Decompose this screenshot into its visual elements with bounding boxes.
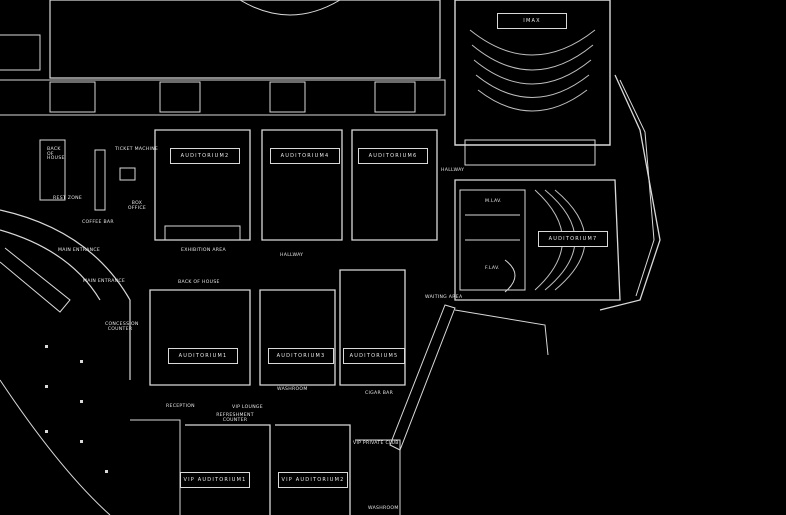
auditorium4-label: AUDITORIUM4	[270, 148, 340, 164]
upper-building-outline	[49, 0, 441, 79]
columns	[45, 345, 108, 473]
imax-seating	[469, 29, 596, 112]
auditorium6-label: AUDITORIUM6	[358, 148, 428, 164]
auditorium3-label: AUDITORIUM3	[268, 348, 334, 364]
east-facade-inner	[619, 79, 655, 297]
box-office-label: BOX OFFICE	[127, 201, 147, 211]
vip-auditorium1-label: VIP AUDITORIUM1	[180, 472, 250, 488]
ticket-machine-label: TICKET MACHINE	[115, 147, 159, 152]
stair-wells	[49, 81, 416, 113]
vip-auditorium2-label: VIP AUDITORIUM2	[278, 472, 348, 488]
west-service-rooms	[39, 139, 136, 211]
back-of-house-left-label: BACK OF HOUSE	[47, 147, 65, 162]
escalator	[0, 247, 71, 313]
auditorium2-label: AUDITORIUM2	[170, 148, 240, 164]
washroom-mid-label: WASHROOM	[277, 387, 308, 392]
washroom-bottom-label: WASHROOM	[368, 506, 399, 511]
left-stair-block	[0, 34, 41, 71]
west-facade	[0, 379, 111, 515]
imax-outline	[454, 0, 611, 146]
diagonal-ramp	[389, 304, 549, 451]
vip-auditoria-outline	[185, 424, 351, 515]
concession-counter-label: CONCESSION COUNTER	[105, 322, 139, 332]
auditorium1-label: AUDITORIUM1	[168, 348, 238, 364]
upper-corridor	[0, 79, 446, 116]
exhibition-area-label: EXHIBITION AREA	[181, 248, 226, 253]
refreshment-counter-label: REFRESHMENT COUNTER	[216, 413, 254, 423]
east-facade	[599, 74, 661, 311]
auditorium5-label: AUDITORIUM5	[343, 348, 405, 364]
reception-label: RECEPTION	[166, 404, 195, 409]
imax-lobby	[464, 139, 596, 166]
auditorium7-label: AUDITORIUM7	[538, 231, 608, 247]
m-lav-label: M.LAV.	[485, 199, 502, 204]
exhibition-stalls	[164, 225, 241, 241]
rest-zone-label: REST ZONE	[53, 196, 83, 201]
back-of-house-mid-label: BACK OF HOUSE	[178, 280, 220, 285]
imax-label: IMAX	[497, 13, 567, 29]
hallway-right-label: HALLWAY	[441, 168, 465, 173]
hallway-center-label: HALLWAY	[280, 253, 304, 258]
vip-side-rooms	[130, 419, 401, 515]
f-lav-curve	[504, 259, 516, 293]
auditorium7-block	[454, 179, 621, 301]
f-lav-label: F.LAV.	[485, 266, 500, 271]
vip-lounge-label: VIP LOUNGE	[232, 405, 263, 410]
waiting-area-label: WAITING AREA	[425, 295, 463, 300]
vip-private-club-label: VIP PRIVATE CLUB	[353, 441, 399, 446]
coffee-bar-label: COFFEE BAR	[82, 220, 114, 225]
cigar-bar-label: CIGAR BAR	[365, 391, 394, 396]
upper-curve	[239, 0, 341, 16]
entrance-curve	[0, 209, 131, 380]
lower-auditoria-outline	[149, 269, 406, 386]
main-entrance-2-label: MAIN ENTRANCE	[83, 279, 126, 284]
main-entrance-1-label: MAIN ENTRANCE	[58, 248, 101, 253]
upper-auditoria-outline	[154, 129, 438, 241]
lavatories	[459, 189, 526, 291]
